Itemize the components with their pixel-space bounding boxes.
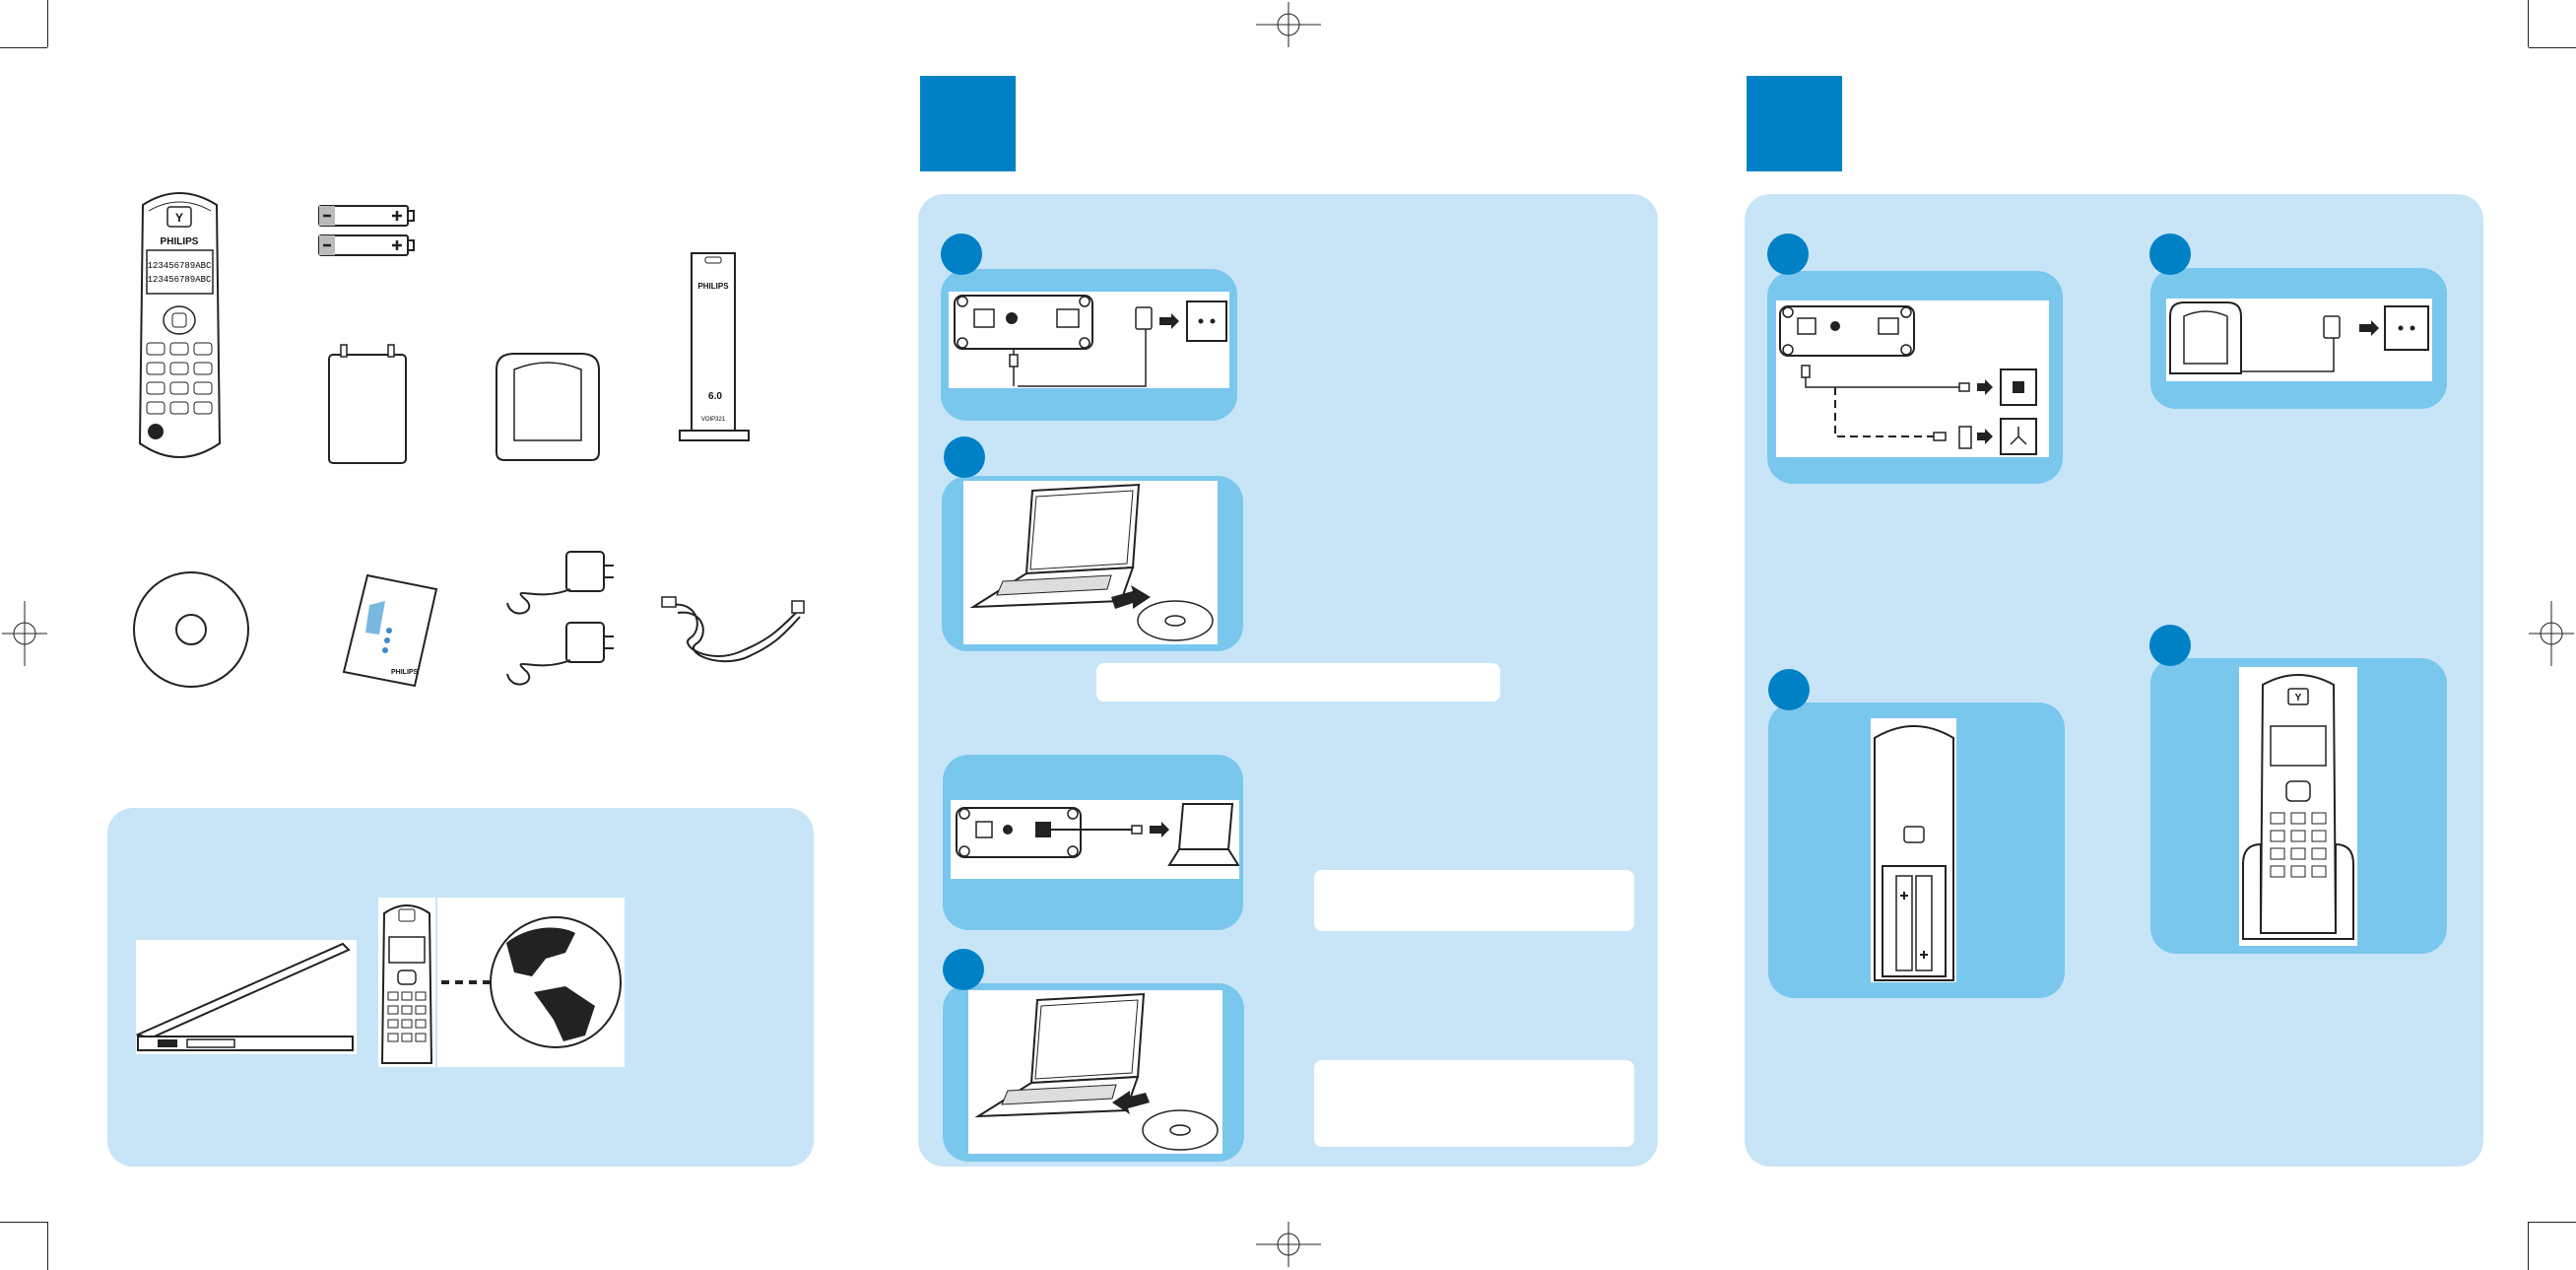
base-station-icon: PHILIPS 6.0 VOIP321 (679, 252, 750, 441)
crop-mark (2528, 1222, 2529, 1270)
charger-cradle-icon (495, 353, 600, 461)
batteries-icon (318, 205, 415, 256)
step-marker (1767, 234, 1809, 275)
handset-wordmark: PHILIPS (161, 236, 199, 247)
crop-mark (2529, 47, 2576, 48)
crop-mark (0, 47, 47, 48)
note-box (1314, 870, 1634, 931)
step-marker (941, 234, 982, 275)
registration-mark-icon (2529, 601, 2574, 666)
registration-mark-icon (2, 601, 47, 666)
wall-socket-icon (1186, 301, 1227, 342)
phone-jack-icon (2000, 368, 2037, 406)
cd-rom-icon (133, 571, 249, 688)
insert-cd-picture (963, 481, 1218, 644)
globe-picture (437, 898, 625, 1067)
base-model-badge: 6.0 (708, 391, 722, 402)
battery-insert-picture (1871, 718, 1956, 982)
registration-mark-icon (1256, 1222, 1321, 1267)
base-wordmark: PHILIPS (697, 282, 729, 291)
laptop-side-picture (136, 940, 357, 1054)
note-box (1096, 663, 1500, 702)
step-marker (943, 949, 984, 990)
registration-mark-icon (1256, 2, 1321, 47)
power-adapters-icon (506, 551, 614, 686)
step-marker (944, 436, 985, 478)
globe-icon (441, 916, 622, 1048)
step-marker (2149, 625, 2191, 666)
usb-cable-icon (661, 596, 805, 663)
crop-mark (2529, 1222, 2576, 1223)
crop-mark (0, 1222, 47, 1223)
handset-picture (378, 898, 435, 1067)
handset-icon (380, 904, 433, 1064)
charger-power-picture (2166, 299, 2432, 381)
crop-mark (2528, 0, 2529, 47)
step-marker (2149, 234, 2191, 275)
overview-panel (107, 808, 814, 1167)
handset-icon: Y PHILIPS 123456789ABC 123456789ABC (138, 192, 222, 458)
laptop-icon (136, 942, 354, 1051)
base-model-code: VOIP321 (701, 417, 726, 423)
handset-display-line1: 123456789ABC (148, 261, 212, 271)
line-connect-picture (1776, 301, 2049, 457)
wall-socket-icon (2384, 305, 2429, 351)
crop-mark (47, 0, 48, 47)
usb-connect-picture (951, 800, 1239, 879)
crop-mark (47, 1222, 48, 1270)
handset-display-line2: 123456789ABC (148, 275, 212, 285)
section-number-box (920, 76, 1016, 171)
note-box (1314, 1060, 1634, 1147)
remove-cd-picture (968, 990, 1222, 1154)
section-number-box (1747, 76, 1842, 171)
base-power-picture (949, 292, 1229, 388)
manual-wordmark: PHILIPS (391, 669, 419, 676)
user-manual-icon: PHILIPS (342, 573, 438, 688)
svg-text:Y: Y (175, 211, 183, 225)
svg-text:Y: Y (2295, 693, 2302, 703)
handset-charge-picture: Y (2239, 667, 2357, 946)
step-marker (1768, 669, 1810, 710)
battery-door-icon (328, 344, 407, 464)
